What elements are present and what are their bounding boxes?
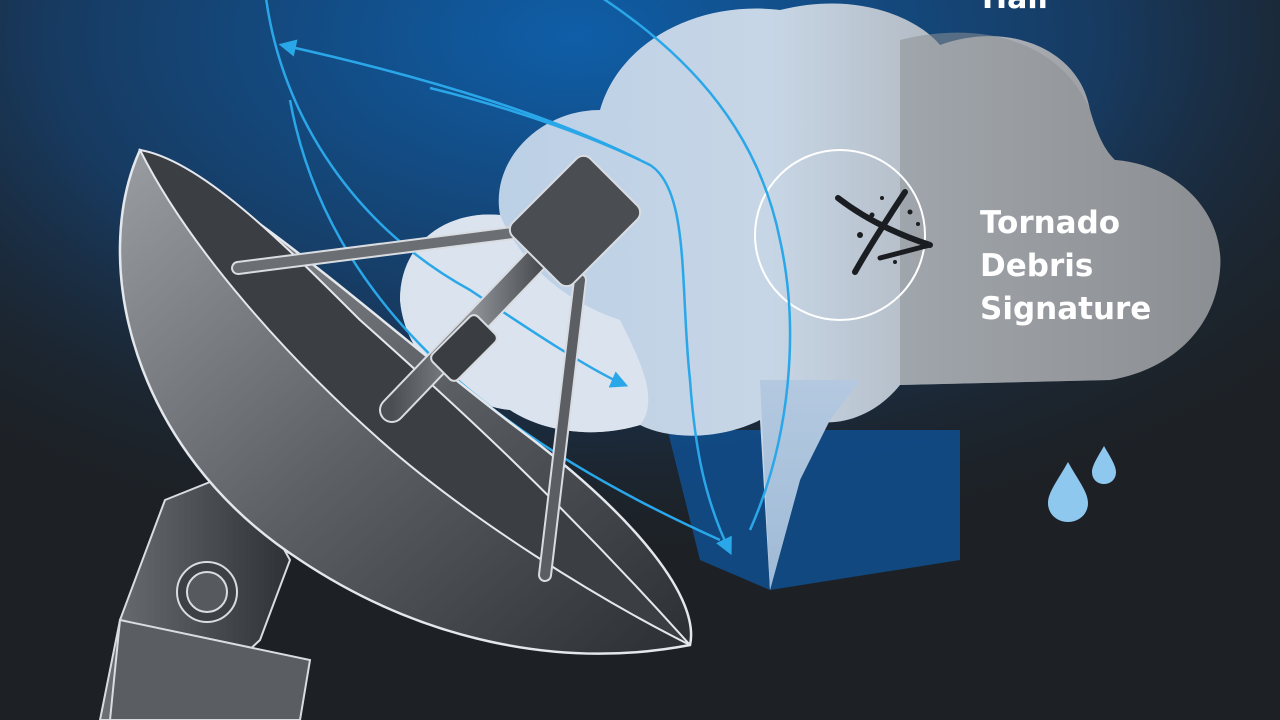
cloud-light-puff (400, 214, 649, 433)
dish-feed-horn (508, 154, 642, 288)
label-line-1: Tornado (980, 205, 1121, 241)
debris-signature-marker (754, 149, 933, 321)
dish-collar (430, 314, 498, 382)
label-line-3: Signature (980, 291, 1152, 327)
dark-blue-shadow (660, 400, 960, 590)
debris-x-icon (835, 189, 933, 275)
label-line-2: Debris (980, 248, 1094, 284)
radar-dish-icon (98, 148, 693, 720)
dish-pedestal (108, 618, 312, 720)
debris-circle (754, 149, 926, 321)
cloud-grey-shade (900, 32, 1221, 385)
raindrops-icon (1048, 446, 1116, 522)
beam-arc-right (602, 0, 792, 531)
label-hail: Hail (982, 0, 1048, 15)
storm-cloud-icon (400, 3, 1221, 591)
label-tornado-debris-signature: Tornado Debris Signature (980, 202, 1151, 331)
beam-return-down (429, 86, 732, 556)
tornado-funnel (760, 380, 860, 590)
